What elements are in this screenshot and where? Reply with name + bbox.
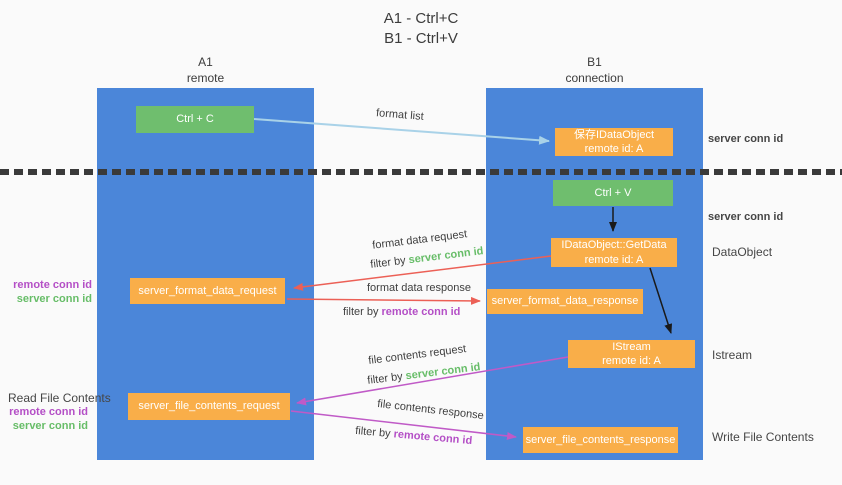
label-format-list: format list	[375, 107, 425, 123]
label-conn-id-pair-2: remote conn id server conn id	[0, 405, 88, 433]
lane-b1-role: connection	[565, 70, 624, 85]
node-istream: IStream remote id: A	[568, 340, 695, 368]
node-server-format-data-request: server_format_data_request	[130, 278, 285, 304]
lane-header-a1: A1 remote	[97, 55, 314, 86]
node-label: server_format_data_request	[138, 284, 277, 297]
node-line: remote id: A	[584, 253, 644, 266]
node-text: 保存IDataObject remote id: A	[574, 128, 654, 157]
node-line: IDataObject::GetData	[561, 239, 667, 252]
label-read-file-contents: Read File Contents	[8, 391, 111, 405]
server-conn-id-text: server conn id	[12, 420, 88, 432]
server-conn-id-text: server conn id	[404, 361, 482, 383]
node-server-file-contents-request: server_file_contents_request	[128, 393, 290, 420]
server-conn-id-text: server conn id	[407, 245, 485, 267]
node-label: server_file_contents_response	[525, 433, 676, 446]
node-line: remote id: A	[602, 355, 661, 367]
lane-b1-name: B1	[587, 55, 602, 69]
node-save-idataobject: 保存IDataObject remote id: A	[555, 128, 673, 156]
node-label: server_format_data_response	[491, 295, 639, 308]
node-idataobject-getdata: IDataObject::GetData remote id: A	[551, 238, 677, 267]
filter-by-text: filter by	[369, 254, 407, 271]
node-line: remote id: A	[584, 143, 644, 155]
filter-by-text: filter by	[354, 424, 392, 440]
remote-conn-id-text: remote conn id	[9, 406, 88, 418]
node-ctrl-v-label: Ctrl + V	[594, 186, 632, 199]
node-server-file-contents-response: server_file_contents_response	[523, 427, 678, 453]
label-server-conn-id-mid: server conn id	[708, 211, 784, 223]
label-file-contents-response: file contents response	[376, 397, 485, 423]
node-label: server_file_contents_request	[138, 400, 280, 413]
label-file-contents-request: file contents request	[367, 343, 467, 367]
remote-conn-id-text: remote conn id	[13, 279, 92, 291]
label-conn-id-pair-1: remote conn id server conn id	[0, 278, 92, 306]
node-ctrl-c-label: Ctrl + C	[176, 113, 214, 126]
label-istream: Istream	[712, 348, 753, 362]
label-dataobject: DataObject	[712, 245, 773, 259]
filter-by-text: filter by	[366, 370, 404, 387]
title-line-1: A1 - Ctrl+C	[383, 10, 459, 27]
node-ctrl-v: Ctrl + V	[553, 180, 673, 206]
arrow-format-data-response	[286, 296, 481, 305]
copy-paste-separator-line	[0, 169, 842, 175]
title-line-2: B1 - Ctrl+V	[384, 30, 458, 48]
node-ctrl-c: Ctrl + C	[136, 106, 254, 133]
node-line: 保存IDataObject	[573, 128, 655, 141]
label-format-data-response: format data response	[367, 282, 471, 294]
node-text: IStream remote id: A	[602, 340, 661, 369]
diagram-title: A1 - Ctrl+C B1 - Ctrl+V	[0, 9, 842, 50]
label-filter-by-remote-conn-id-2: filter by remote conn id	[355, 425, 473, 447]
node-server-format-data-response: server_format_data_response	[487, 289, 643, 314]
filter-by-text: filter by	[343, 306, 379, 318]
remote-conn-id-text: remote conn id	[381, 306, 461, 318]
remote-conn-id-text: remote conn id	[393, 428, 473, 448]
label-write-file-contents: Write File Contents	[712, 430, 814, 444]
node-text: IDataObject::GetData remote id: A	[561, 238, 666, 267]
lane-header-b1: B1 connection	[486, 55, 703, 86]
label-server-conn-id-top: server conn id	[708, 133, 784, 145]
label-filter-by-remote-conn-id: filter by remote conn id	[343, 306, 460, 318]
lane-a1-name: A1	[198, 55, 213, 69]
node-line: IStream	[612, 340, 651, 353]
lane-a1-role: remote	[186, 70, 225, 85]
server-conn-id-text: server conn id	[16, 293, 92, 305]
